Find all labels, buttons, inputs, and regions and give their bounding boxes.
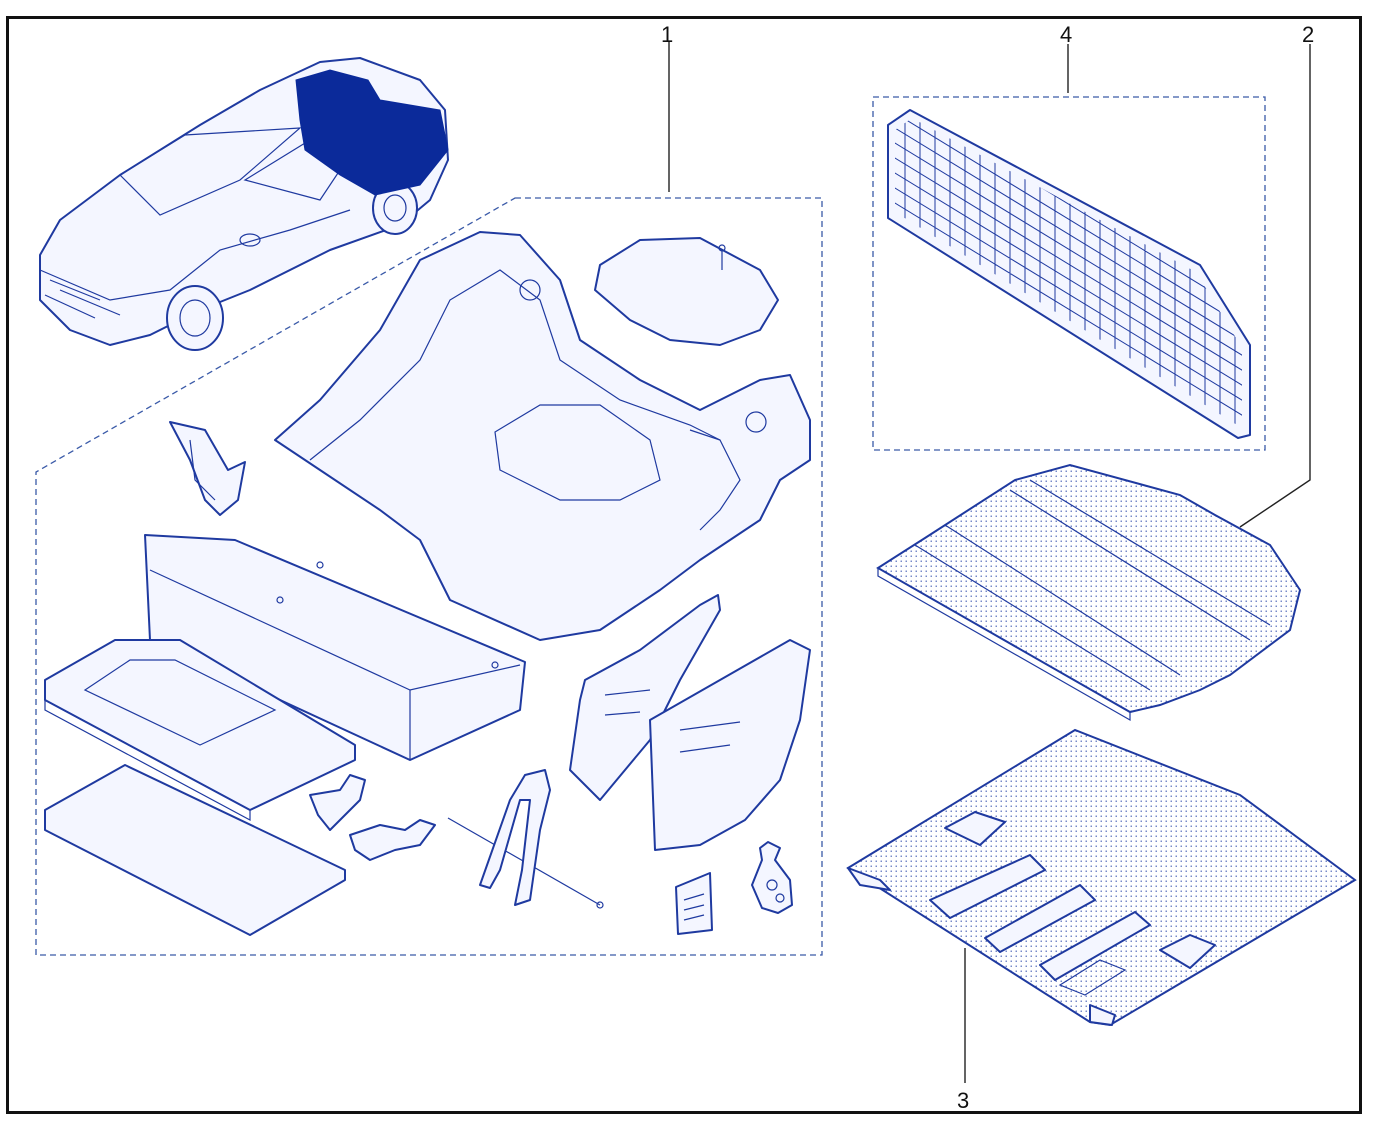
u-handle — [479, 769, 551, 906]
trunk-highlight — [295, 69, 449, 196]
group-1-outline — [35, 197, 823, 956]
car-illustration — [39, 57, 449, 351]
trunk-tub-liner — [274, 231, 811, 641]
cargo-net — [887, 109, 1251, 439]
manual-booklet — [675, 872, 713, 935]
thin-board — [44, 764, 346, 936]
spare-wheel-cover — [594, 237, 779, 346]
callout-1: 1 — [661, 22, 673, 47]
callout-2: 2 — [1302, 22, 1314, 47]
group-4-outline — [872, 96, 1266, 451]
floor-mat — [846, 728, 1357, 1027]
side-trim-right — [649, 639, 811, 851]
callout-4: 4 — [1060, 22, 1072, 47]
side-trim-left — [569, 594, 721, 801]
floor-board — [44, 639, 356, 822]
trunk-mat — [876, 463, 1302, 722]
corner-bracket — [169, 421, 246, 516]
mounting-brackets — [309, 774, 436, 861]
leader-2 — [1239, 44, 1311, 528]
diagram-frame — [6, 16, 1362, 1114]
hardware-bag — [751, 841, 793, 914]
callout-3: 3 — [957, 1088, 969, 1113]
